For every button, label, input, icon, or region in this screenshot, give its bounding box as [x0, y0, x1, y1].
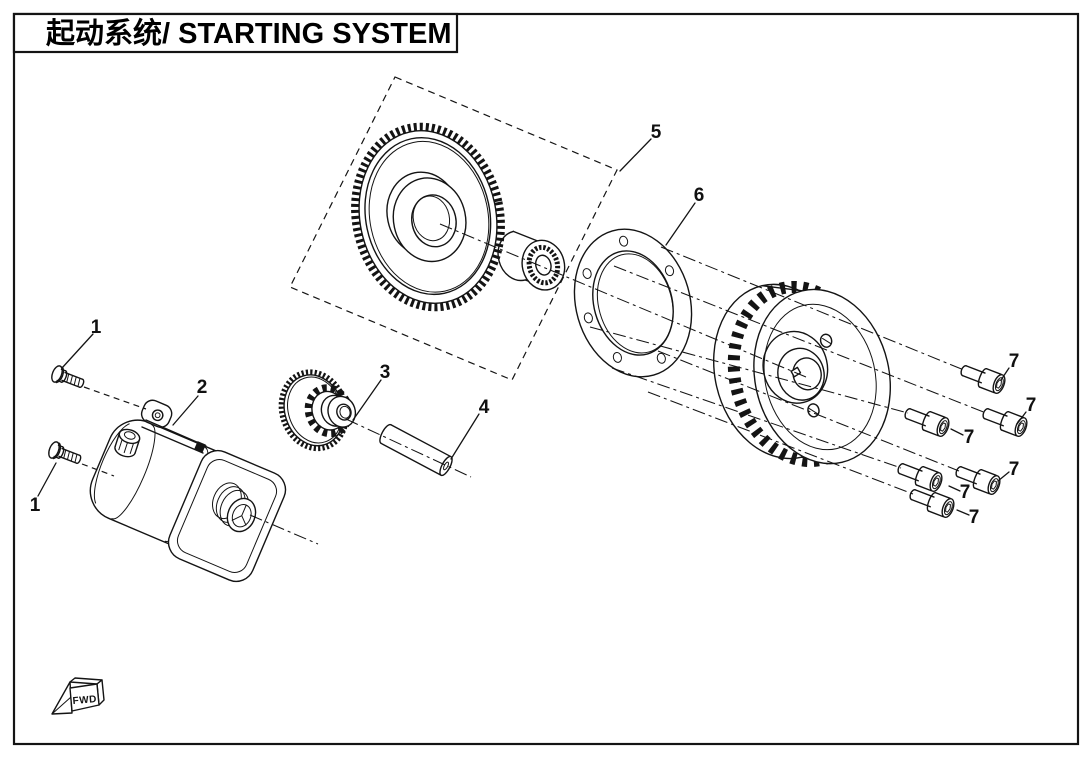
part-clutch-bolt [957, 359, 1008, 396]
callout-leaders [37, 138, 1027, 516]
callout-6: 6 [694, 185, 705, 206]
center-lines [249, 223, 987, 545]
bolt-threads [63, 449, 78, 463]
part-clutch-bolt [979, 402, 1030, 439]
callout-4: 4 [479, 397, 490, 418]
callout-5: 5 [651, 122, 662, 143]
motor-shaft-spline [231, 504, 247, 526]
callout-3: 3 [380, 362, 391, 383]
part-motor-bolt-top [51, 365, 85, 388]
fwd-marker: FWD [51, 677, 105, 715]
title-box [12, 12, 459, 54]
part-spacer-ring [573, 228, 693, 378]
ring-hole [664, 265, 675, 277]
motor-strap [141, 419, 207, 454]
callout-1: 1 [30, 495, 41, 516]
page-frame: 起动系统/ STARTING SYSTEM [12, 12, 1080, 746]
page-title: 起动系统/ STARTING SYSTEM [46, 16, 451, 50]
callout-7: 7 [960, 482, 971, 503]
ring-hole [582, 268, 592, 279]
callout-2: 2 [197, 377, 208, 398]
motor-mount-bracket [140, 399, 173, 428]
bolt-threads [66, 373, 81, 387]
part-starter-motor [89, 399, 287, 583]
part-clutch-bolt [894, 457, 945, 494]
motor-terminal [114, 428, 141, 458]
part-starter-driven-gear [351, 122, 505, 312]
callouts: 1 1 2 3 4 5 6 7 7 7 7 7 7 [30, 122, 1037, 528]
callout-7: 7 [969, 507, 980, 528]
strap-joint [194, 441, 206, 453]
ring-hole [583, 312, 593, 324]
bolt-alignment-dash-bottom [81, 463, 115, 477]
ring-hole [612, 351, 622, 363]
ring-hole [619, 235, 629, 247]
bearing-rollers [526, 244, 561, 286]
bolt-alignment-dash-top [83, 386, 147, 410]
callout-7: 7 [1009, 459, 1020, 480]
part-idle-gear-shaft [379, 423, 453, 477]
keyway-notch [790, 366, 802, 378]
part-needle-bearing [497, 230, 566, 291]
callout-7: 7 [1009, 351, 1020, 372]
callout-7: 7 [1026, 395, 1037, 416]
part-idle-gear [278, 369, 357, 452]
fwd-label: FWD [72, 694, 97, 707]
fwd-arrow-head [51, 681, 73, 715]
fwd-arrow-tail [69, 683, 100, 712]
callout-7: 7 [964, 427, 975, 448]
callout-1: 1 [91, 317, 102, 338]
gear-teeth [351, 122, 505, 312]
part-clutch-flywheel [712, 280, 892, 468]
motor-output-boss [212, 482, 257, 533]
part-motor-bolt-bottom [48, 441, 82, 464]
part5-dashed-box [289, 76, 618, 381]
part-clutch-bolt [901, 402, 952, 439]
ring-hole [656, 352, 666, 364]
